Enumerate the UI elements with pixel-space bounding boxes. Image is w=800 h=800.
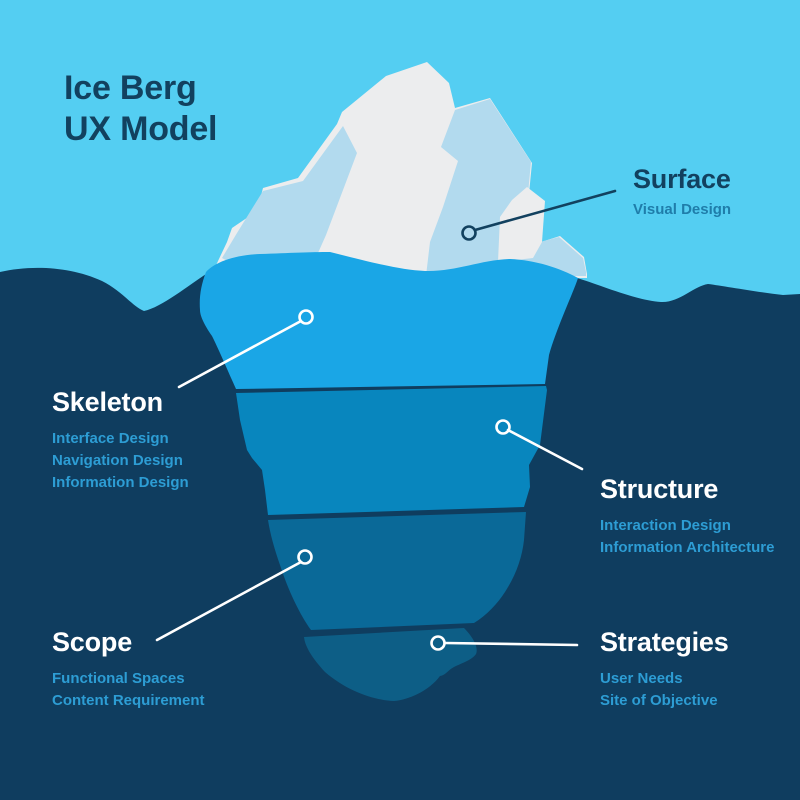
surface-connector-line bbox=[473, 189, 617, 232]
strategies-marker-dot bbox=[430, 635, 446, 651]
label-structure-heading: Structure bbox=[600, 474, 719, 504]
label-scope-item-2: Content Requirement bbox=[52, 692, 205, 710]
label-skeleton-item-2: Navigation Design bbox=[52, 452, 183, 470]
label-structure-item-2: Information Architecture bbox=[600, 539, 775, 557]
label-skeleton-item-1: Interface Design bbox=[52, 430, 169, 448]
iceberg-small-peak bbox=[498, 187, 545, 262]
layer-skeleton-shape bbox=[199, 252, 578, 389]
label-skeleton-item-3: Information Design bbox=[52, 474, 189, 492]
scope-connector-line bbox=[155, 560, 303, 642]
page-title-line-2: UX Model bbox=[64, 110, 218, 148]
label-strategies-item-1: User Needs bbox=[600, 670, 683, 688]
label-surface-heading: Surface bbox=[633, 164, 731, 194]
page-title-line-1: Ice Berg bbox=[64, 69, 197, 107]
iceberg-facet-right bbox=[426, 99, 586, 276]
page-title: Ice Berg UX Model bbox=[64, 68, 217, 150]
structure-marker-dot bbox=[495, 419, 511, 435]
surface-marker-dot bbox=[461, 225, 477, 241]
label-surface-item-1: Visual Design bbox=[633, 201, 732, 219]
iceberg-facet-left bbox=[222, 126, 357, 268]
layer-structure-shape bbox=[236, 386, 547, 515]
label-scope-heading: Scope bbox=[52, 627, 133, 657]
scope-marker-dot bbox=[297, 549, 313, 565]
label-strategies-heading: Strategies bbox=[600, 627, 729, 657]
skeleton-connector-line bbox=[177, 319, 303, 389]
label-structure: Structure Interaction Design Information… bbox=[600, 474, 774, 559]
label-strategies-item-2: Site of Objective bbox=[600, 692, 718, 710]
label-surface: Surface Visual Design bbox=[633, 164, 731, 221]
label-skeleton-heading: Skeleton bbox=[52, 387, 163, 417]
strategies-connector-line bbox=[443, 641, 579, 647]
label-strategies: Strategies User Needs Site of Objective bbox=[600, 627, 729, 712]
structure-connector-line bbox=[506, 428, 584, 471]
skeleton-marker-dot bbox=[298, 309, 314, 325]
label-scope: Scope Functional Spaces Content Requirem… bbox=[52, 627, 205, 712]
layer-scope-shape bbox=[268, 512, 526, 630]
label-scope-item-1: Functional Spaces bbox=[52, 670, 185, 688]
label-structure-item-1: Interaction Design bbox=[600, 517, 731, 535]
label-skeleton: Skeleton Interface Design Navigation Des… bbox=[52, 387, 189, 494]
